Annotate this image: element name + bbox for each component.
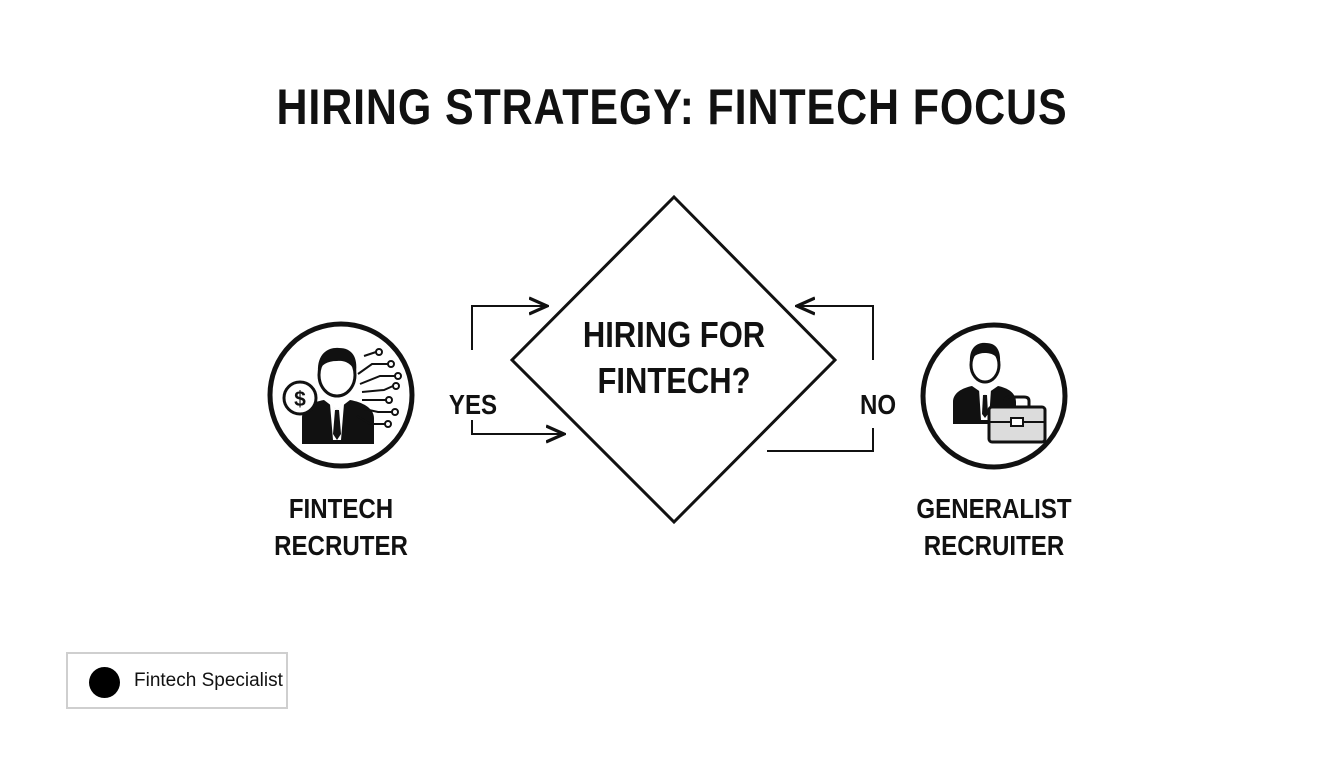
no-label: NO: [859, 389, 897, 420]
legend: Fintech Specialist: [66, 652, 288, 709]
fintech-recruiter-line-1: FINTECH: [288, 493, 394, 524]
yes-arrow-top: [471, 306, 547, 350]
page-title: HIRING STRATEGY: FINTECH FOCUS: [276, 79, 1068, 135]
yes-label: YES: [448, 389, 498, 420]
svg-text:$: $: [294, 388, 306, 411]
decision-diamond: [509, 194, 838, 525]
yes-arrow-bottom: [471, 420, 564, 434]
decision-line-1: HIRING FOR: [582, 314, 766, 355]
fintech-recruiter-label: FINTECH RECRUTER: [246, 490, 435, 564]
legend-swatch: [89, 667, 120, 698]
fintech-recruiter-icon: $: [267, 321, 415, 469]
generalist-recruiter-icon: [920, 322, 1068, 470]
decision-line-2: FINTECH?: [597, 360, 751, 401]
fintech-recruiter-line-2: RECRUTER: [274, 530, 408, 561]
decision-label: HIRING FOR FINTECH?: [571, 312, 777, 404]
legend-label: Fintech Specialist: [134, 670, 283, 691]
no-arrow-top: [797, 306, 874, 360]
generalist-recruiter-label: GENERALIST RECRUITER: [899, 490, 1088, 564]
generalist-recruiter-line-1: GENERALIST: [916, 493, 1072, 524]
no-line-bottom: [767, 428, 874, 452]
generalist-recruiter-line-2: RECRUITER: [923, 530, 1065, 561]
